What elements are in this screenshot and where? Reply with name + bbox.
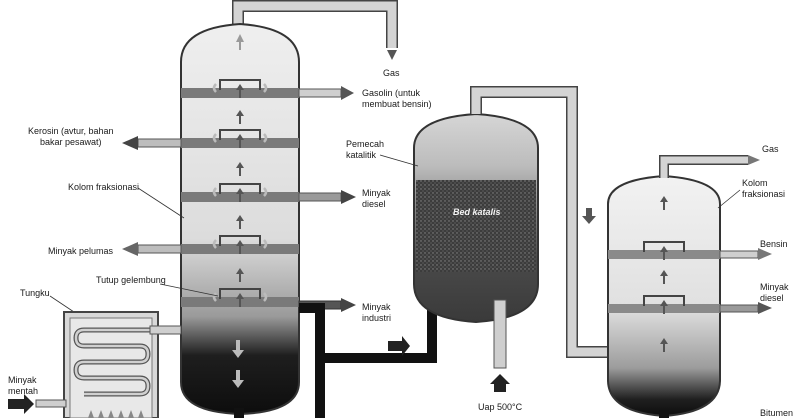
crude-label-2: mentah <box>8 386 38 396</box>
diesel-label-1: Minyak <box>362 188 391 198</box>
gas-right-arrow <box>748 155 760 165</box>
kerosene-pipe <box>137 138 182 148</box>
bubble-cap-leader <box>159 283 219 297</box>
diesel-right-arrow <box>758 302 772 314</box>
gasoline-arrow <box>341 86 354 100</box>
column-right-leader <box>717 189 741 209</box>
diesel-label-2: diesel <box>362 199 386 209</box>
bensin-pipe <box>719 250 759 259</box>
cracker-label-2: katalitik <box>346 150 377 160</box>
column-right-label-2: fraksionasi <box>742 189 785 199</box>
gas-label: Gas <box>383 68 400 78</box>
kerosene-arrow <box>122 136 138 150</box>
flow-arrow-right <box>388 336 410 356</box>
bitumen-label: Bitumen <box>760 408 793 418</box>
gas-right-label: Gas <box>762 144 779 154</box>
bubble-cap-swirls <box>212 83 268 302</box>
lube-oil-label: Minyak pelumas <box>48 246 114 256</box>
kerosene-label-2: bakar pesawat) <box>40 137 102 147</box>
bensin-label: Bensin <box>760 239 788 249</box>
catalyst-bed-label: Bed katalis <box>453 207 501 217</box>
lube-oil-pipe <box>137 244 182 254</box>
steam-label: Uap 500°C <box>478 402 523 412</box>
column-up-arrows <box>236 34 244 50</box>
steam-arrow <box>490 374 510 392</box>
diesel-arrow <box>341 190 356 204</box>
diesel-right-label-1: Minyak <box>760 282 789 292</box>
cracked-flow-arrow <box>582 208 596 224</box>
diesel-pipe <box>298 192 342 202</box>
residue-pipe <box>299 303 325 418</box>
crude-label-1: Minyak <box>8 375 37 385</box>
lube-oil-arrow <box>122 242 138 256</box>
steam-pipe <box>493 299 507 369</box>
gasoline-label-1: Gasolin (untuk <box>362 88 421 98</box>
gasoline-label-2: membuat bensin) <box>362 99 432 109</box>
column-label: Kolom fraksionasi <box>68 182 139 192</box>
kerosene-label-1: Kerosin (avtur, bahan <box>28 126 114 136</box>
crude-arrow <box>8 394 34 414</box>
gasoline-pipe <box>298 88 342 98</box>
bubble-cap-label: Tutup gelembung <box>96 275 166 285</box>
industrial-oil-label-2: industri <box>362 313 391 323</box>
column-right-label-1: Kolom <box>742 178 768 188</box>
column-bottom-outlet <box>234 408 244 418</box>
diesel-right-pipe <box>719 304 759 313</box>
industrial-oil-label-1: Minyak <box>362 302 391 312</box>
furnace-to-column-pipe <box>149 325 182 335</box>
industrial-oil-arrow <box>341 298 356 312</box>
cracker-leader <box>379 154 419 167</box>
bubble-caps <box>219 79 261 299</box>
bensin-arrow <box>758 248 772 260</box>
residue-to-cracker-pipe <box>320 300 437 363</box>
vapor-arrows <box>236 84 244 307</box>
column-leader <box>137 187 185 219</box>
gas-arrow <box>387 50 397 60</box>
bitumen-outlet <box>659 410 669 418</box>
cracker-label-1: Pemecah <box>346 139 384 149</box>
crude-pipe <box>35 399 67 408</box>
furnace-label: Tungku <box>20 288 50 298</box>
residue-arrows <box>232 340 244 388</box>
catalyst-bed <box>416 180 536 272</box>
diesel-right-label-2: diesel <box>760 293 784 303</box>
furnace-flames <box>88 410 144 418</box>
